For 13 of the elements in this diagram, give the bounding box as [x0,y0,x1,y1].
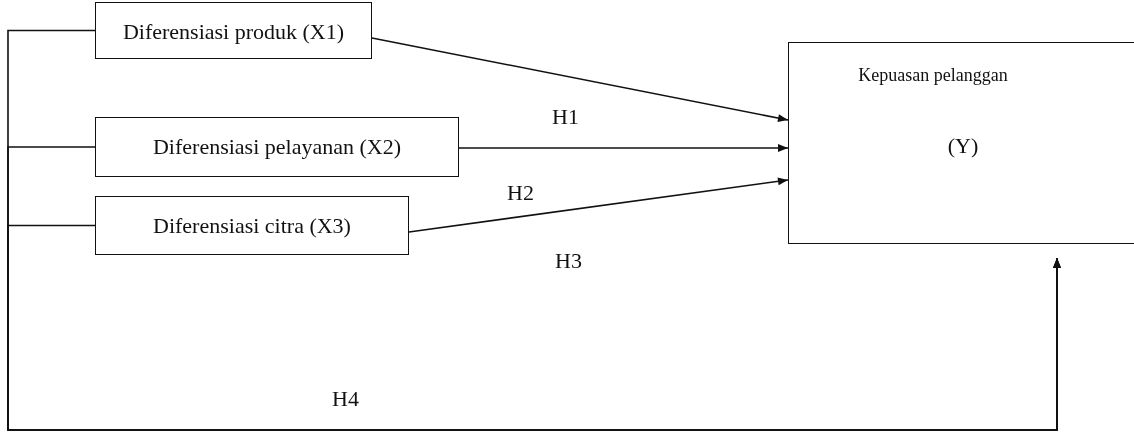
arrow [371,37,789,122]
node-label: Diferensiasi produk (X1) [121,19,346,45]
arrow [408,177,789,233]
node-label: Diferensiasi pelayanan (X2) [152,134,402,160]
bracket-arrow [7,224,1061,431]
node-label: Kepuasan pelanggan [857,65,1009,86]
node-sublabel: (Y) [946,133,980,159]
node-label: Diferensiasi citra (X3) [152,213,352,239]
arrow [458,144,789,152]
outcome-box [788,42,1134,244]
variable-box [95,2,372,59]
variable-box [95,117,459,177]
variable-box [95,196,409,255]
